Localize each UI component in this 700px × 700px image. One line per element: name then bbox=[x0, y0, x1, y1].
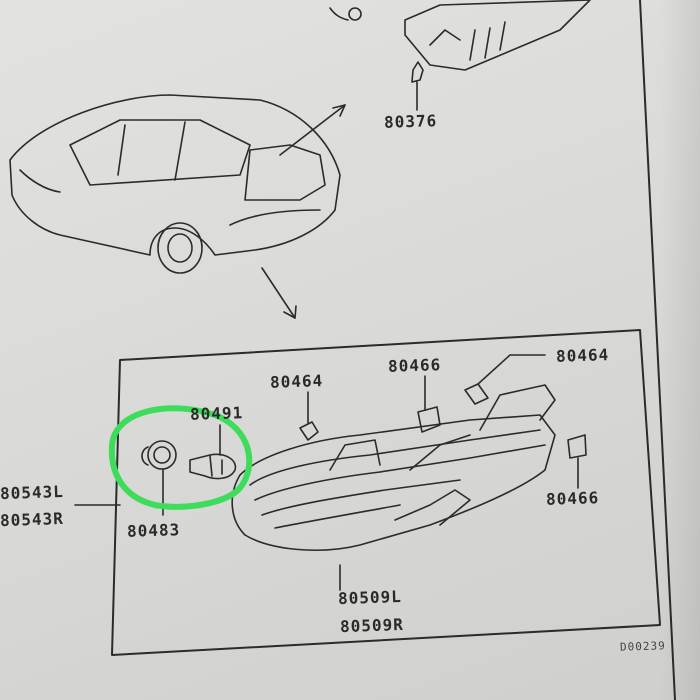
screw-80376 bbox=[411, 61, 424, 83]
clip-80466-b bbox=[567, 434, 587, 459]
part-label-80543L: 80543L bbox=[0, 481, 65, 504]
part-label-80509L: 80509L bbox=[337, 586, 403, 609]
part-label-80543R: 80543R bbox=[0, 508, 65, 531]
page-shadow bbox=[660, 0, 700, 700]
clip-80464-a bbox=[299, 421, 319, 441]
bulb-80491 bbox=[189, 453, 237, 480]
part-label-80483: 80483 bbox=[126, 520, 181, 541]
highlight-circle bbox=[108, 405, 253, 510]
part-label-80509R: 80509R bbox=[339, 614, 405, 637]
part-label-80376: 80376 bbox=[383, 111, 438, 132]
inset-frame bbox=[111, 329, 661, 656]
clip-80466-a bbox=[417, 406, 441, 433]
arrow-to-upper-lamp bbox=[279, 104, 346, 156]
clip-80464-b bbox=[464, 383, 489, 405]
upper-lamp-illustration bbox=[329, 0, 591, 71]
arrow-to-lower-lamp bbox=[261, 267, 296, 319]
car-illustration bbox=[9, 94, 341, 274]
part-label-80464-b: 80464 bbox=[555, 345, 610, 366]
part-label-80466-b: 80466 bbox=[545, 488, 600, 509]
bumper-lamp-80509 bbox=[231, 384, 556, 551]
part-label-80491: 80491 bbox=[189, 403, 244, 424]
page-border-line bbox=[639, 0, 676, 700]
socket-80483 bbox=[147, 440, 177, 470]
part-label-80466-a: 80466 bbox=[387, 355, 442, 376]
part-label-80464-a: 80464 bbox=[269, 371, 324, 392]
